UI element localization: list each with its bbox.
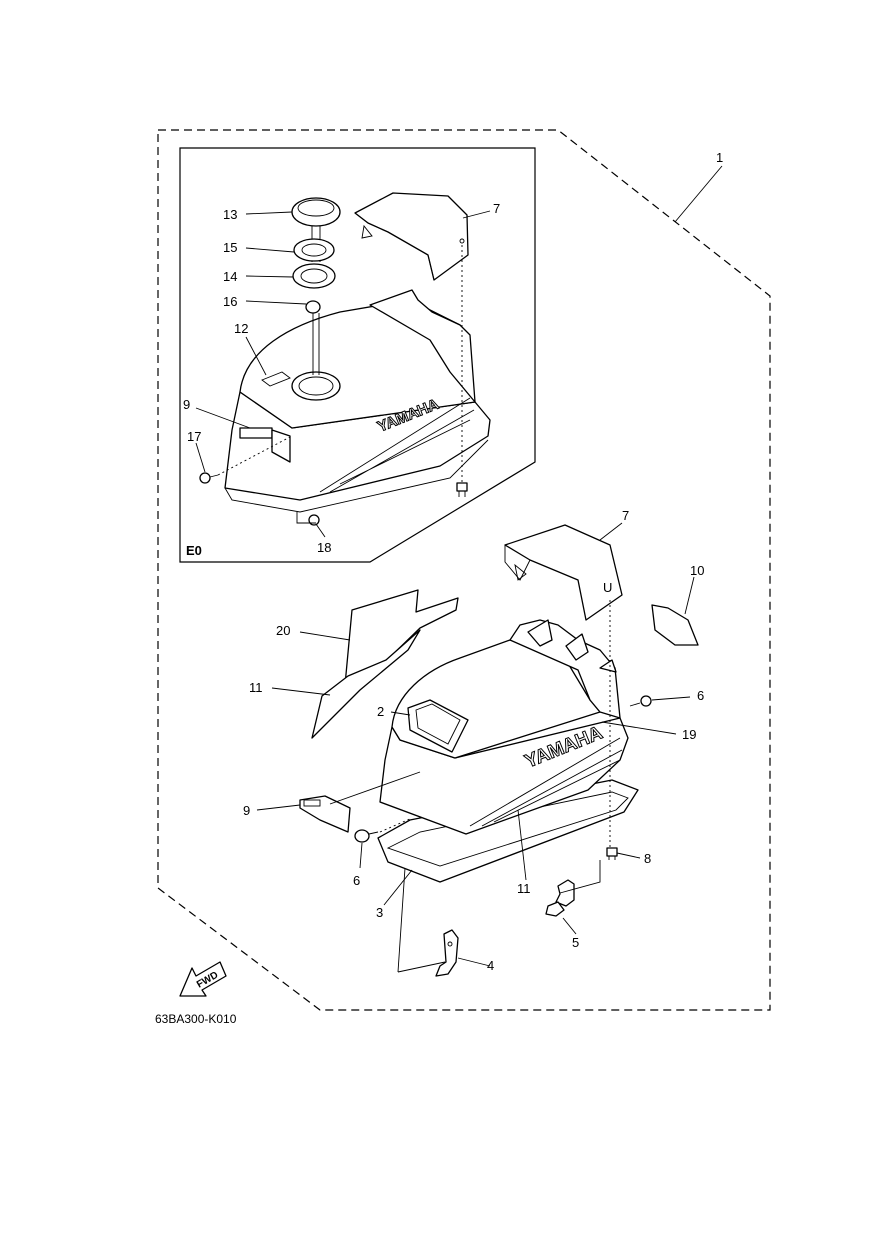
callout-9: 9: [243, 803, 250, 818]
fwd-arrow-icon: [179, 961, 227, 997]
callout-13: 13: [223, 207, 237, 222]
screw-6-right: [629, 695, 652, 707]
callout-2: 2: [377, 704, 384, 719]
callout-11-left: 11: [249, 680, 263, 695]
callout-12: 12: [234, 321, 248, 336]
inset-top-cowling: [224, 289, 491, 513]
svg-text:U: U: [603, 580, 612, 595]
decal-11-left: [311, 629, 421, 739]
nut-8: [606, 847, 618, 860]
callout-14: 14: [223, 269, 237, 284]
inset-leader-17-dash: [217, 436, 291, 476]
callout-15: 15: [223, 240, 237, 255]
callout-4: 4: [487, 958, 494, 973]
callout-3: 3: [376, 905, 383, 920]
main-top-cowling: [377, 619, 639, 883]
callout-7-inset: 7: [493, 201, 500, 216]
screw-6-left: [354, 829, 379, 843]
inset-frame: [179, 147, 536, 563]
decal-10: [651, 604, 699, 646]
figure-code: 63BA300-K010: [155, 1012, 237, 1026]
inset-nut: [456, 482, 468, 497]
callout-10: 10: [690, 563, 704, 578]
callout-8: 8: [644, 851, 651, 866]
side-emblem-9: [299, 795, 351, 833]
callout-9-inset: 9: [183, 397, 190, 412]
callout-17: 17: [187, 429, 201, 444]
inset-code-label: E0: [186, 543, 202, 558]
bracket-4: [435, 929, 459, 977]
assembly-boundary: [157, 129, 771, 1011]
callout-5: 5: [572, 935, 579, 950]
callout-11-bottom: 11: [517, 881, 531, 896]
fuel-cap-assembly: [291, 197, 341, 375]
main-handle-cover: U: [504, 524, 623, 621]
inset-grommet-18: [308, 514, 320, 526]
callout-1: 1: [716, 150, 723, 165]
callout-19: 19: [682, 727, 696, 742]
callout-18: 18: [317, 540, 331, 555]
callout-6-left: 6: [353, 873, 360, 888]
callout-20: 20: [276, 623, 290, 638]
callout-6-right: 6: [697, 688, 704, 703]
inset-screw-17: [199, 472, 219, 484]
callout-16: 16: [223, 294, 237, 309]
clamp-5: [545, 879, 575, 917]
inset-handle-cover: [354, 192, 469, 281]
callout-7: 7: [622, 508, 629, 523]
leader-lines: [195, 165, 723, 973]
